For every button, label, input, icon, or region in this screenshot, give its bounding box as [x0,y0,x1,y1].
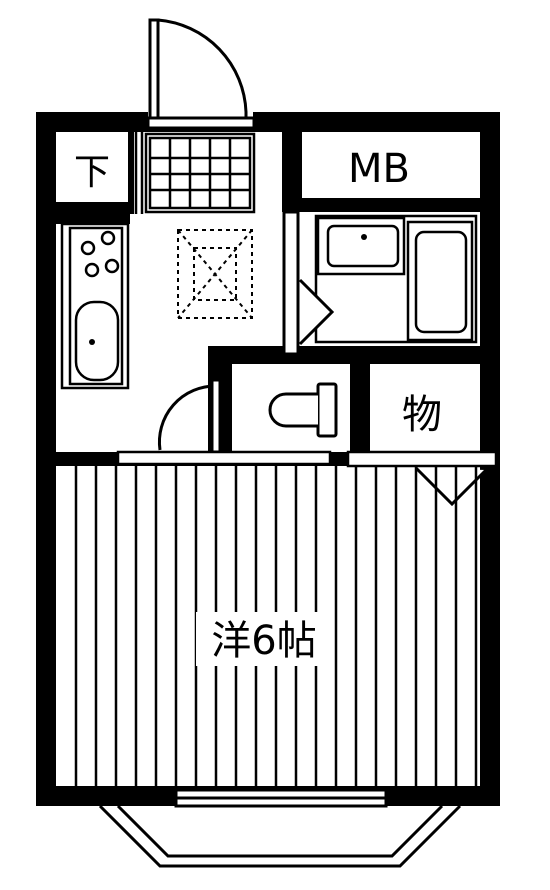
washbasin-counter [316,216,406,276]
toilet-bowl [268,392,318,428]
toilet-door-arc [157,384,217,451]
washing-machine-space [177,229,253,319]
washbasin [326,224,400,268]
meter-box-label: MB [348,146,410,192]
western-room-label: 洋6帖 [211,618,316,664]
bay-window-outer [98,804,462,868]
toilet-door[interactable] [157,378,222,454]
burner-icon [104,258,120,274]
kitchen-counter [60,222,130,390]
burner-icon [100,230,116,246]
entrance-door-arc [157,18,248,113]
bathroom [314,214,478,344]
kitchen-sink [74,300,120,382]
bathtub-outer [406,220,474,342]
storage-door-swing [414,466,488,507]
faucet-icon [361,234,367,240]
burner-icon [84,262,100,278]
stove-burners [80,230,120,278]
toilet [268,382,338,438]
burner-icon [80,240,96,256]
entrance-threshold [146,116,256,130]
label-backdrop [196,612,332,666]
entrance-floor [130,132,282,224]
entrance-door-leaf [148,18,160,120]
bay-window-inner [116,804,444,858]
bathroom-door-jamb [282,210,300,356]
drain-icon [89,339,95,345]
entrance-wall-left [128,122,134,214]
entrance-door[interactable] [146,18,256,130]
bathroom-inner [314,214,478,344]
toilet-door-leaf [210,378,222,454]
bathroom-door-swing [298,278,335,346]
storage-door[interactable] [414,466,488,507]
bathtub-inner [414,230,468,334]
storage-label: 物 [402,392,442,438]
wm-dashed-center [193,247,237,301]
sink-basin [74,300,120,382]
bay-window [98,788,462,868]
entrance-post-marks [134,122,144,214]
room-openings [116,450,498,468]
shoe-closet-label: 下 [74,152,110,193]
bathroom-door[interactable] [282,210,335,356]
toilet-tank [316,382,338,438]
entrance-tile-grid [144,132,256,214]
